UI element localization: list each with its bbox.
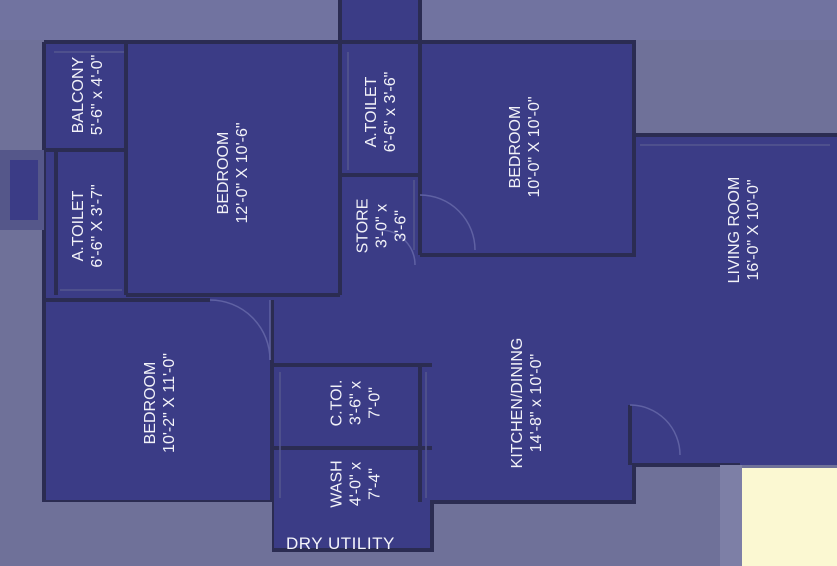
room-size: 6'-6" x 3'-6" (382, 71, 399, 153)
bedroom-bottom-left-label: BEDROOM 10'-2" X 11'-0" (141, 353, 179, 453)
room-name: KITCHEN/DINING (509, 337, 526, 469)
room-name: A.TOILET (363, 76, 380, 148)
store-label: STORE 3'-0" x 3'-6" (354, 199, 411, 254)
wall-details (54, 51, 830, 498)
room-size-line2: 3'-6" (392, 210, 410, 242)
left-nook-inner (10, 160, 38, 220)
room-name: LIVING ROOM (726, 176, 743, 284)
yellow-edge (720, 465, 742, 566)
room-name: A.TOILET (70, 190, 87, 262)
common-toilet-label: C.TOI. 3'-6" x 7'-0" (328, 380, 385, 427)
room-size: 16'-0" X 10'-0" (745, 179, 762, 281)
bedroom-top-left-label: BEDROOM 12'-0" X 10'-6" (214, 122, 252, 223)
room-name: C.TOI. (328, 379, 346, 427)
room-size: 10'-0" X 10'-0" (526, 96, 543, 198)
room-size: 5'-6" x 4'-0" (89, 54, 106, 136)
room-size: 12'-0" X 10'-6" (234, 122, 251, 224)
door-swings (209, 194, 681, 456)
room-size-line1: 3'-6" x (347, 380, 365, 426)
room-size-line1: 4'-0" x (347, 461, 365, 507)
wash-label: WASH 4'-0" x 7'-4" (328, 460, 385, 507)
room-name: BALCONY (70, 56, 87, 134)
room-size: 6'-6" X 3'-7" (89, 184, 106, 268)
adjacent-unit-highlight (740, 468, 837, 566)
room-name: BEDROOM (142, 361, 159, 445)
room-size-line1: 3'-0" x (373, 203, 391, 249)
atoilet-left-label: A.TOILET 6'-6" X 3'-7" (69, 184, 107, 267)
room-name: BEDROOM (507, 105, 524, 189)
room-size: 14'-8" x 10'-0" (528, 353, 545, 453)
bedroom-top-right-label: BEDROOM 10'-0" X 10'-0" (506, 96, 544, 197)
room-size: 10'-2" X 11'-0" (161, 353, 178, 453)
room-size-line2: 7'-4" (366, 468, 384, 500)
living-room-label: LIVING ROOM 16'-0" X 10'-0" (725, 177, 763, 284)
room-name: BEDROOM (215, 131, 232, 215)
interior-fill (44, 0, 837, 550)
room-name: STORE (354, 198, 372, 254)
balcony-label: BALCONY 5'-6" x 4'-0" (69, 55, 107, 136)
room-size-line2: 7'-0" (366, 387, 384, 419)
outer-bottom (0, 502, 272, 566)
kitchen-dining-label: KITCHEN/DINING 14'-8" x 10'-0" (508, 338, 546, 469)
room-name: WASH (328, 460, 346, 508)
dry-utility-label: DRY UTILITY (286, 534, 395, 553)
atoilet-right-label: A.TOILET 6'-6" x 3'-6" (362, 72, 400, 153)
